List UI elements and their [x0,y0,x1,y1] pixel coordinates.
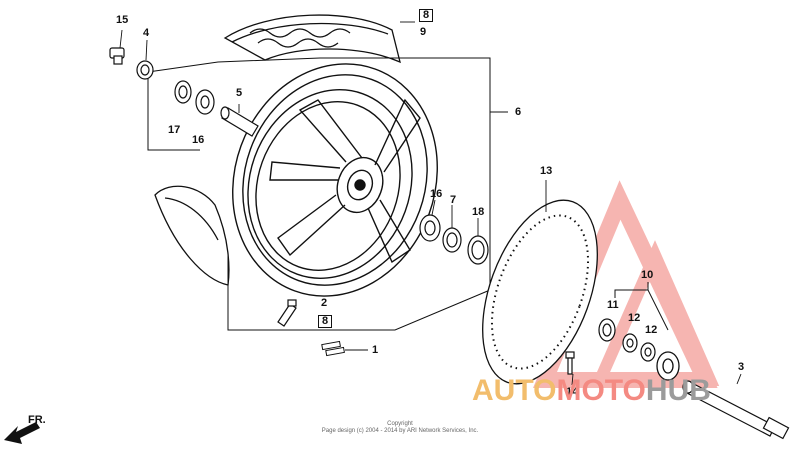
label-part-7: 7 [450,194,457,206]
watermark-auto: AUTO [472,374,557,407]
label-part-10: 10 [641,269,654,281]
dust-seal-7 [442,227,462,253]
valve-cap-15 [109,47,125,65]
label-part-17: 17 [168,124,181,136]
bearing-17 [174,80,192,104]
assembly-bracket [147,57,508,331]
washer-12-right [640,342,656,362]
copyright-notice: Copyright Page design (c) 2004 - 2014 by… [300,421,500,435]
collar-4 [136,60,154,80]
watermark-hub: HUB [645,374,711,407]
watermark-text: AUTOMOTOHUB [472,376,711,406]
label-part-1: 1 [372,344,379,356]
front-direction-label: FR. [28,414,46,426]
brake-disc-13 [482,199,598,385]
valve-2 [277,299,297,327]
copyright-line1: Copyright [387,421,413,427]
label-part-6: 6 [515,106,522,118]
front-arrow-icon [4,422,40,444]
label-part-9: 9 [420,26,427,38]
label-part-8-top: 8 [419,9,434,22]
label-part-18: 18 [472,206,485,218]
copyright-line2: Page design (c) 2004 - 2014 by ARI Netwo… [321,428,479,435]
label-part-8-bottom: 8 [318,315,333,328]
leader-lines [119,21,742,386]
label-part-4: 4 [143,27,150,39]
gearbox-10 [656,351,680,381]
bearing-16-right [419,214,441,242]
label-part-3: 3 [738,361,745,373]
label-part-16-right: 16 [430,188,443,200]
label-part-12-left: 12 [628,312,641,324]
distance-collar-5 [220,106,259,137]
label-part-15: 15 [116,14,129,26]
bearing-16 [195,89,215,115]
wheel-rim [232,63,438,297]
label-part-5: 5 [236,87,243,99]
label-part-14: 14 [566,386,579,398]
tire [154,14,401,286]
washer-12-left [622,333,638,353]
seal-18 [467,235,489,265]
label-part-11: 11 [607,299,619,311]
watermark-moto: MOTO [556,374,646,407]
bracket-10 [614,282,669,331]
label-part-16-left: 16 [192,134,205,146]
axle-3 [682,380,790,440]
label-part-13: 13 [540,165,553,177]
disc-bolt-14 [565,351,575,375]
label-part-12-right: 12 [645,324,658,336]
balance-weight-1 [321,340,345,357]
speedometer-gear-11 [598,318,616,342]
label-part-2: 2 [321,297,328,309]
